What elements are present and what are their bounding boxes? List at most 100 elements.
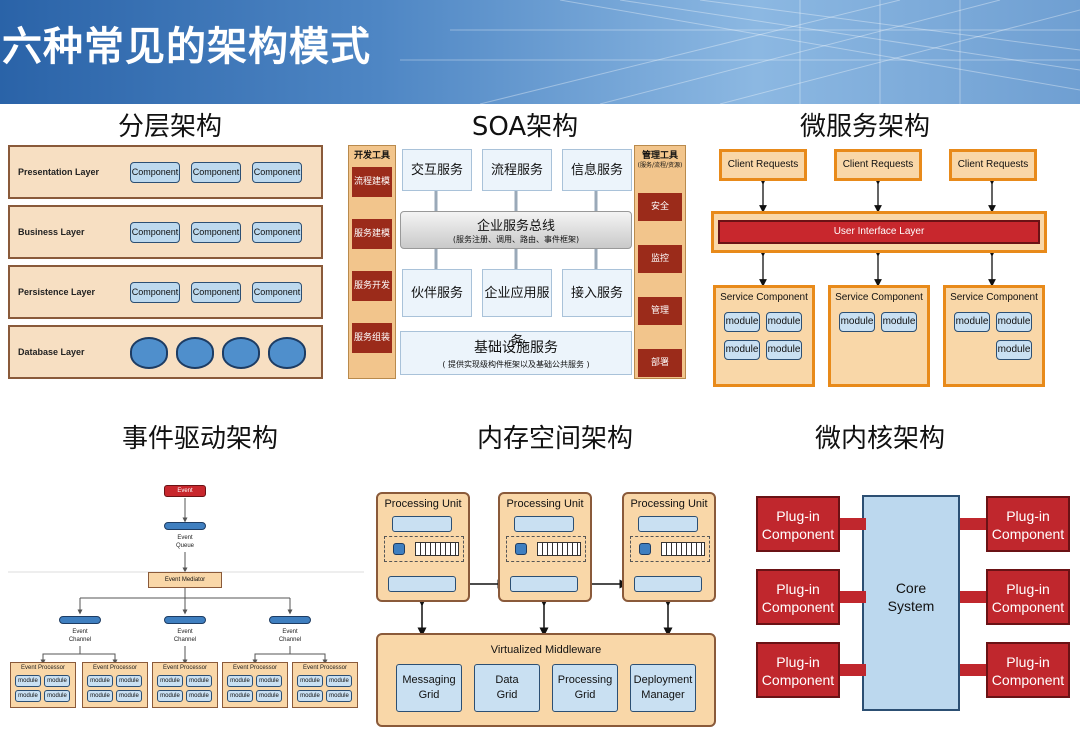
grid-box: Processing Grid [552,664,618,712]
processing-unit-bus [388,576,456,592]
event-module: module [116,675,142,687]
event-processor-label: Event Processor [20,665,66,671]
component-box: Component [252,282,302,303]
database-cylinder [130,337,168,369]
event-source: Event [164,485,206,497]
soa-mid-service: 企业应用服务 [482,269,552,349]
soa-mgmt-tools-title: 管理工具 [641,151,678,161]
soa-infrastructure: 基础设施服务 ( 提供实现级构件框架以及基础公共服务 ) [400,331,632,375]
plugin-connector [960,518,986,530]
event-module: module [157,675,183,687]
event-module: module [227,675,253,687]
component-box: Component [252,222,302,243]
cache-store-icon [639,543,651,555]
soa-mgmt-tools-subtitle: (服务/流程/资源) [637,162,683,169]
module-box: module [724,312,760,332]
event-module: module [157,690,183,702]
event-module: module [326,690,352,702]
module-box: module [996,312,1032,332]
event-processor-label: Event Processor [232,665,278,671]
event-queue-pipe [164,522,206,530]
plugin-connector [960,591,986,603]
soa-mgmt-tool-item: 安全 [638,193,682,221]
event-mediator: Event Mediator [148,572,222,588]
event-queue-label: Event Queue [175,535,194,549]
space-arrows [417,579,673,637]
module-box: module [766,340,802,360]
component-box: Component [130,222,180,243]
module-box: module [954,312,990,332]
layer-label: Persistence Layer [18,287,96,297]
event-module: module [227,690,253,702]
module-box: module [839,312,875,332]
processing-unit-label: Processing Unit [506,498,584,510]
soa-bus-title: 企业服务总线 [476,219,555,234]
ui-layer-frame: User Interface Layer [711,211,1047,253]
soa-mgmt-tool-item: 管理 [638,297,682,325]
layer-label: Presentation Layer [18,167,100,177]
soa-diagram: 开发工具 管理工具 (服务/流程/资源) 企业服务总线 (服务注册、调用、路由、… [348,145,686,379]
component-box: Component [252,162,302,183]
soa-bus-subtitle: (服务注册、调用、路由、事件框架) [452,235,580,244]
layered-heading: 分层架构 [117,112,222,142]
microservices-arrows [759,177,996,287]
soa-top-service: 信息服务 [562,149,632,191]
plugin-connector [840,591,866,603]
soa-service-bus: 企业服务总线 (服务注册、调用、路由、事件框架) [400,211,632,249]
database-cylinder [176,337,214,369]
database-cylinder [222,337,260,369]
soa-dev-tools-title: 开发工具 [353,151,390,161]
service-component-label: Service Component [950,292,1038,303]
soa-infra-title: 基础设施服务 [401,337,631,357]
event-channel-pipe [59,616,101,624]
event-module: module [326,675,352,687]
service-component: Service Component module module module [943,285,1045,387]
banner-decoration [400,0,1080,104]
event-processor-label: Event Processor [92,665,138,671]
middleware-label: Virtualized Middleware [490,644,602,656]
event-module: module [44,690,70,702]
ui-layer: User Interface Layer [718,220,1040,244]
component-box: Component [130,162,180,183]
cache-grid-icon [661,542,705,556]
event-channel-label: Event Channel [68,629,92,643]
layer-label: Business Layer [18,227,85,237]
plugin-component: Plug-in Component [986,569,1070,625]
service-component-label: Service Component [720,292,808,303]
soa-infra-subtitle: ( 提供实现级构件框架以及基础公共服务 ) [442,360,590,369]
soa-dev-tool-item: 流程建模 [352,167,392,197]
processing-unit-module [514,516,574,532]
plugin-component: Plug-in Component [756,642,840,698]
client-requests: Client Requests [834,149,922,181]
microservices-diagram: User Interface Layer Client Requests Clie… [705,145,1055,390]
space-heading: 内存空间架构 [476,424,633,454]
event-heading: 事件驱动架构 [121,424,278,454]
event-module: module [15,675,41,687]
component-box: Component [191,282,241,303]
processing-unit-label: Processing Unit [384,498,462,510]
plugin-connector [960,664,986,676]
client-requests: Client Requests [949,149,1037,181]
core-system: Core System [862,495,960,711]
grid-box: Data Grid [474,664,540,712]
event-processor-label: Event Processor [302,665,348,671]
soa-top-service: 流程服务 [482,149,552,191]
module-box: module [996,340,1032,360]
grid-box: Deployment Manager [630,664,696,712]
soa-mgmt-tool-item: 部署 [638,349,682,377]
event-module: module [116,690,142,702]
processing-unit-module [392,516,452,532]
cache-grid-icon [415,542,459,556]
processing-unit-module [638,516,698,532]
microservices-heading: 微服务架构 [799,112,930,142]
service-component-label: Service Component [835,292,923,303]
processing-unit: Processing Unit [498,492,592,602]
